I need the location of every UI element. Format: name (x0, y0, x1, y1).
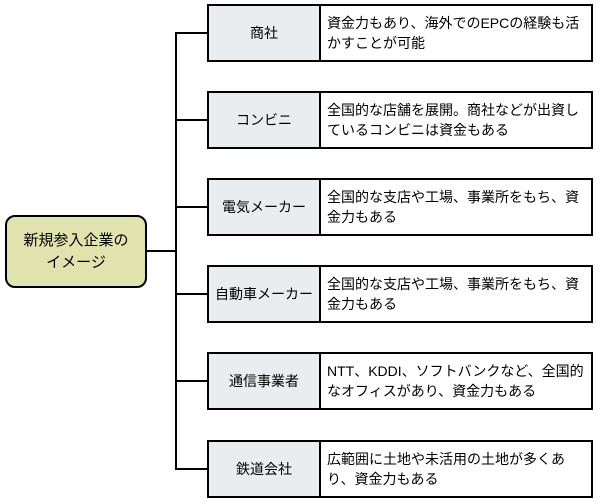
branch-row-convenience-store: コンビニ 全国的な店舗を展開。商社などが出資しているコンビニは資金もある (175, 91, 593, 149)
category-label: 通信事業者 (229, 373, 299, 389)
connector-branch-line (175, 32, 207, 34)
description-box: 資金力もあり、海外でのEPCの経験も活かすことが可能 (321, 4, 593, 62)
branch-row-telecom-carrier: 通信事業者 NTT、KDDI、ソフトバンクなど、全国的なオフィスがあり、資金力も… (175, 352, 593, 410)
connector-branch-line (175, 119, 207, 121)
category-label: 電気メーカー (222, 199, 306, 215)
connector-branch-line (175, 293, 207, 295)
branch-row-electronics-maker: 電気メーカー 全国的な支店や工場、事業所をもち、資金力もある (175, 178, 593, 236)
description-text: 全国的な店舗を展開。商社などが出資しているコンビニは資金もある (327, 102, 579, 138)
description-box: 全国的な支店や工場、事業所をもち、資金力もある (321, 178, 593, 236)
connector-root-stub (147, 250, 177, 252)
branch-row-auto-maker: 自動車メーカー 全国的な支店や工場、事業所をもち、資金力もある (175, 265, 593, 323)
category-label: 鉄道会社 (236, 461, 292, 477)
category-label: 商社 (250, 25, 278, 41)
root-title-line1: 新規参入企業の (23, 231, 129, 249)
category-box: 鉄道会社 (207, 440, 321, 498)
description-text: 資金力もあり、海外でのEPCの経験も活かすことが可能 (327, 15, 580, 51)
branch-row-trading-company: 商社 資金力もあり、海外でのEPCの経験も活かすことが可能 (175, 4, 593, 62)
category-box: コンビニ (207, 91, 321, 149)
category-box: 電気メーカー (207, 178, 321, 236)
category-box: 通信事業者 (207, 352, 321, 410)
description-box: 広範囲に土地や未活用の土地が多くあり、資金力もある (321, 440, 593, 498)
description-box: 全国的な店舗を展開。商社などが出資しているコンビニは資金もある (321, 91, 593, 149)
connector-branch-line (175, 380, 207, 382)
category-box: 自動車メーカー (207, 265, 321, 323)
description-text: NTT、KDDI、ソフトバンクなど、全国的なオフィスがあり、資金力もある (327, 363, 584, 399)
description-text: 広範囲に土地や未活用の土地が多くあり、資金力もある (327, 451, 565, 487)
category-label: コンビニ (236, 112, 292, 128)
root-node-title: 新規参入企業の イメージ (23, 230, 128, 274)
description-text: 全国的な支店や工場、事業所をもち、資金力もある (327, 189, 579, 225)
connector-branch-line (175, 468, 207, 470)
root-node: 新規参入企業の イメージ (5, 215, 147, 288)
root-title-line2: イメージ (46, 253, 106, 271)
description-box: 全国的な支店や工場、事業所をもち、資金力もある (321, 265, 593, 323)
description-text: 全国的な支店や工場、事業所をもち、資金力もある (327, 276, 579, 312)
connector-branch-line (175, 206, 207, 208)
category-box: 商社 (207, 4, 321, 62)
category-label: 自動車メーカー (215, 286, 313, 302)
branch-row-railway-company: 鉄道会社 広範囲に土地や未活用の土地が多くあり、資金力もある (175, 440, 593, 498)
description-box: NTT、KDDI、ソフトバンクなど、全国的なオフィスがあり、資金力もある (321, 352, 593, 410)
